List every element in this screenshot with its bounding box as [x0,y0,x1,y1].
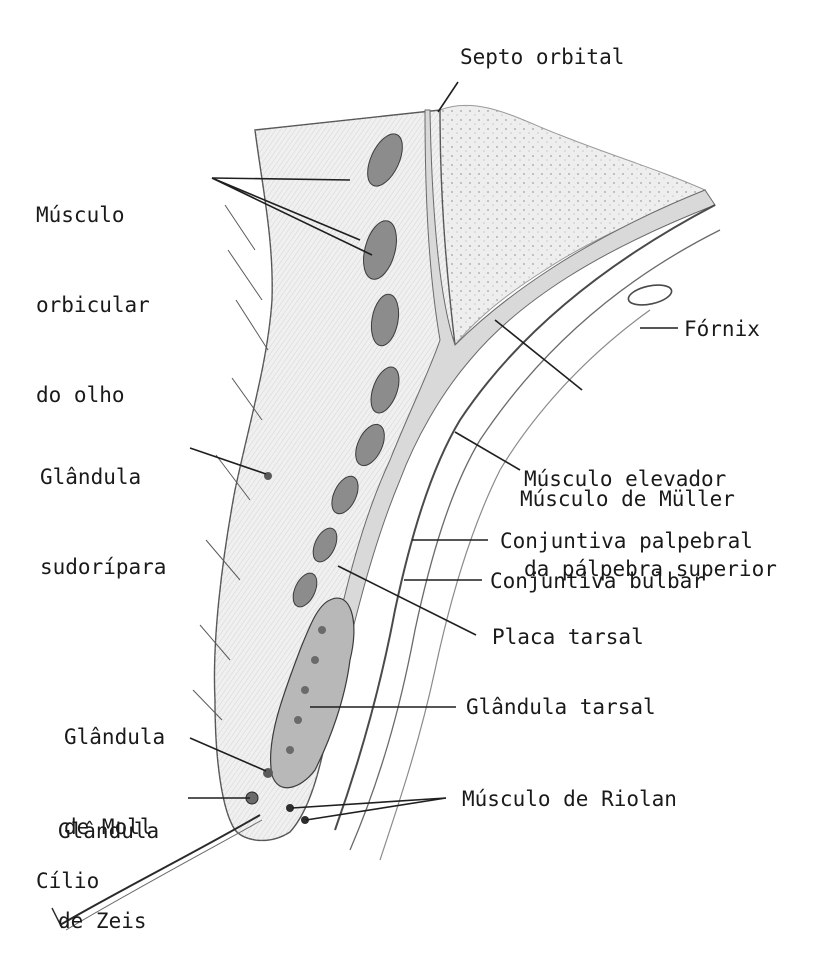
label-fornix: Fórnix [684,314,760,344]
label-glandula-moll-line1: Glândula [64,722,165,752]
leader-muller [455,432,520,470]
leader-elevador [495,320,582,390]
label-cilio: Cílio [36,866,99,896]
label-placa-tarsal: Placa tarsal [492,622,644,652]
label-musculo-orbicular-line2: orbicular [36,290,150,320]
label-musculo-muller: Músculo de Müller [520,484,735,514]
label-musculo-orbicular-line1: Músculo [36,200,150,230]
label-glandula-sudoripara-line2: sudorípara [40,552,166,582]
label-conjuntiva-bulbar: Conjuntiva bulbar [490,566,705,596]
leader-riolan-2 [306,798,446,820]
label-conjuntiva-palpebral: Conjuntiva palpebral [500,526,753,556]
label-glandula-zeis-line2: de Zeis [58,906,159,936]
label-glandula-sudoripara-line1: Glândula [40,462,166,492]
label-glandula-zeis-line1: Glândula [58,816,159,846]
label-musculo-elevador: Músculo elevador da pálpebra superior [524,404,777,644]
label-glandula-sudoripara: Glândula sudorípara [40,402,166,642]
label-septo-orbital: Septo orbital [460,42,624,72]
leader-riolan-1 [292,798,446,808]
label-glandula-tarsal: Glândula tarsal [466,692,656,722]
label-musculo-riolan: Músculo de Riolan [462,784,677,814]
label-glandula-zeis: Glândula de Zeis [58,756,159,956]
fornix-loop [627,282,674,309]
